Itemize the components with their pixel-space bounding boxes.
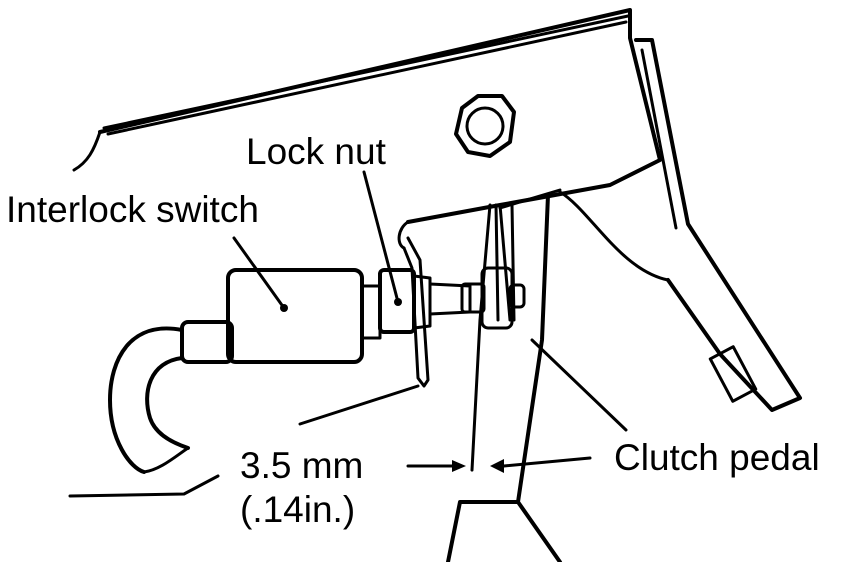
interlock-switch-label: Interlock switch: [6, 189, 259, 230]
bracket-hex-nut: [454, 94, 516, 158]
interlock-switch-leader: [232, 236, 286, 310]
lock-nut: [378, 268, 432, 334]
base-line: [68, 474, 220, 498]
lock-nut-leader: [362, 170, 400, 304]
clutch-pedal-leader: [530, 338, 628, 432]
gap-dimension: [406, 456, 592, 473]
wire-harness: [108, 320, 234, 474]
pedal-lever-arm: [558, 38, 802, 412]
leader-lines: [68, 170, 628, 498]
lock-nut-label: Lock nut: [246, 131, 387, 172]
gap-leader: [298, 384, 420, 426]
clutch-pedal-shaft: [446, 193, 562, 562]
stopper-plate: [480, 203, 526, 330]
gap-mm-label: 3.5 mm: [240, 445, 363, 486]
clutch-pedal-label: Clutch pedal: [614, 437, 820, 478]
switch-bracket-plate: [402, 236, 430, 388]
gap-inch-label: (.14in.): [240, 489, 355, 530]
